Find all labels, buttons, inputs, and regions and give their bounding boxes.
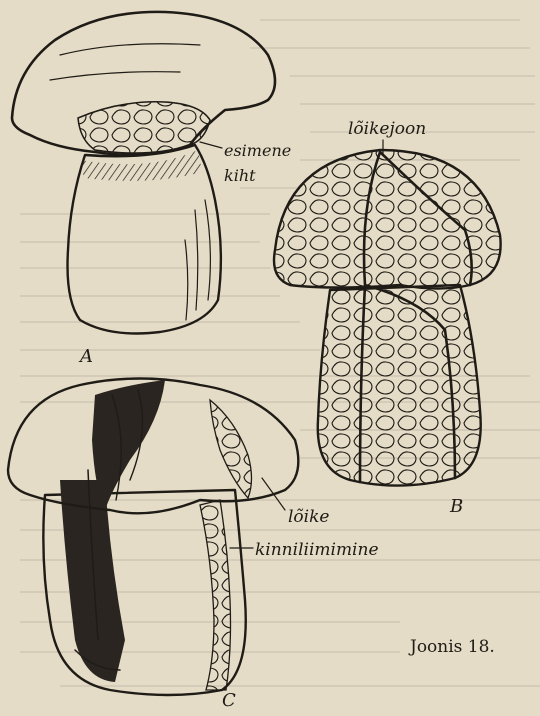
figure-caption: Joonis 18. xyxy=(408,637,495,657)
mushroom-c-glue-seam xyxy=(200,500,231,690)
label-loike: lõike xyxy=(288,507,329,527)
label-loikejoon: lõikejoon xyxy=(348,119,426,139)
label-kiht: kiht xyxy=(224,166,256,185)
label-a: A xyxy=(78,346,93,367)
mushroom-a: esimene kiht A xyxy=(12,12,291,367)
mushroom-c-cut-opening xyxy=(92,380,165,510)
mushroom-c-cut-pointer xyxy=(262,478,285,510)
mushroom-b: lõikejoon B xyxy=(270,119,510,517)
mushroom-c-cut-edge-cells xyxy=(210,400,252,498)
label-kinniliimimine: kinniliimimine xyxy=(255,540,379,560)
label-esimene: esimene xyxy=(224,141,291,160)
label-b: B xyxy=(449,496,463,517)
mushroom-a-layer-pointer xyxy=(200,142,222,148)
label-c: C xyxy=(222,690,236,711)
mushroom-a-first-layer xyxy=(78,102,210,153)
